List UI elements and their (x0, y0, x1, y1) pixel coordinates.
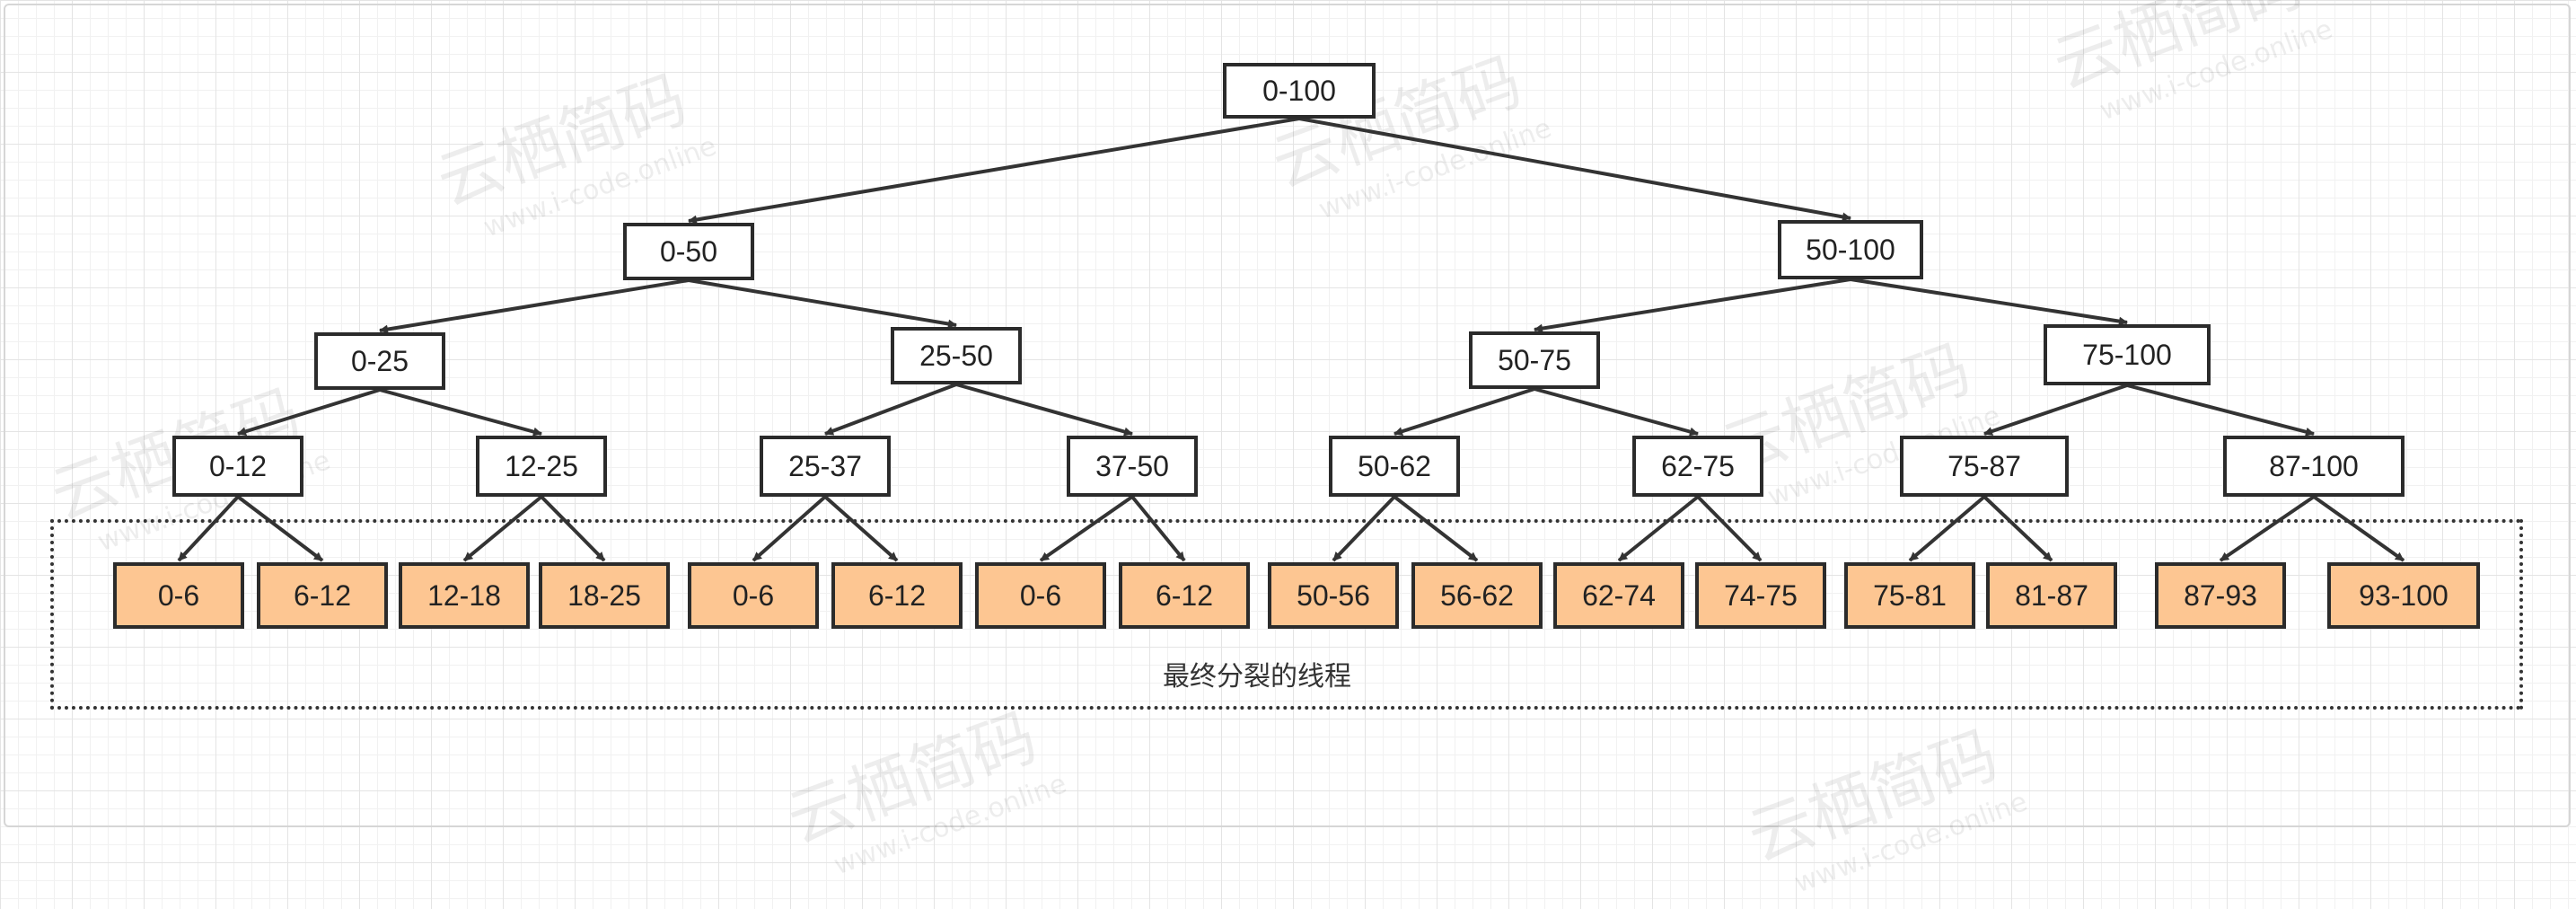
tree-edge-arrow (823, 495, 899, 562)
leaf-thread: 56-62 (1411, 562, 1543, 629)
tree-edge-arrow (236, 495, 324, 562)
leaf-thread: 6-12 (831, 562, 963, 629)
node-level3: 25-37 (760, 436, 891, 497)
node-level2: 50-75 (1469, 331, 1600, 389)
leaf-thread: 0-6 (688, 562, 819, 629)
tree-edge-arrow (688, 278, 957, 329)
node-level3: 0-12 (172, 436, 303, 497)
leaf-thread: 0-6 (113, 562, 244, 629)
tree-edge-arrow (1039, 495, 1134, 562)
tree-edge-arrow (1908, 495, 1986, 562)
tree-edge-arrow (1298, 117, 1851, 222)
leaf-thread: 6-12 (257, 562, 388, 629)
group-label: 最终分裂的线程 (1163, 661, 1351, 693)
node-root: 0-100 (1223, 63, 1376, 119)
node-level3: 87-100 (2223, 436, 2405, 497)
node-level3: 12-25 (476, 436, 607, 497)
tree-edge-arrow (1394, 387, 1535, 437)
tree-edge-arrow (1983, 384, 2128, 436)
tree-edge-arrow (752, 495, 827, 562)
final-threads-group (50, 519, 2523, 710)
node-level3: 75-87 (1900, 436, 2069, 497)
tree-edge-arrow (177, 495, 240, 562)
leaf-thread: 75-81 (1844, 562, 1975, 629)
tree-edge-arrow (1332, 495, 1396, 562)
tree-edge-arrow (1617, 495, 1700, 562)
node-level3: 50-62 (1329, 436, 1460, 497)
node-level2: 25-50 (891, 327, 1022, 384)
tree-edge-arrow (2312, 495, 2405, 562)
tree-edge-arrow (2126, 384, 2315, 437)
leaf-thread: 12-18 (399, 562, 530, 629)
tree-edge-arrow (1850, 278, 2128, 326)
leaf-thread: 62-74 (1553, 562, 1684, 629)
tree-edge-arrow (379, 278, 690, 334)
node-level1: 50-100 (1778, 220, 1923, 279)
tree-edges (177, 117, 2405, 562)
node-level3: 37-50 (1067, 436, 1198, 497)
tree-edge-arrow (824, 383, 957, 436)
tree-edge-arrow (688, 117, 1300, 225)
tree-edge-arrow (1393, 495, 1479, 562)
tree-edge-arrow (1696, 495, 1763, 562)
tree-edge-arrow (2219, 495, 2316, 562)
leaf-thread: 81-87 (1986, 562, 2117, 629)
leaf-thread: 74-75 (1695, 562, 1826, 629)
tree-edge-arrow (462, 495, 543, 562)
node-level2: 0-25 (314, 332, 445, 390)
leaf-thread: 18-25 (539, 562, 670, 629)
tree-edge-arrow (1534, 278, 1851, 333)
node-level2: 75-100 (2044, 324, 2211, 385)
leaf-thread: 87-93 (2155, 562, 2286, 629)
leaf-thread: 0-6 (975, 562, 1106, 629)
node-level3: 62-75 (1632, 436, 1763, 497)
leaf-thread: 93-100 (2327, 562, 2480, 629)
tree-edge-arrow (540, 495, 606, 562)
tree-edge-arrow (1534, 387, 1699, 437)
tree-edge-arrow (1130, 495, 1186, 562)
tree-edge-arrow (1983, 495, 2053, 562)
tree-edge-arrow (379, 388, 542, 437)
leaf-thread: 50-56 (1268, 562, 1399, 629)
tree-edge-arrow (237, 388, 381, 437)
leaf-thread: 6-12 (1119, 562, 1250, 629)
node-level1: 0-50 (623, 223, 754, 280)
tree-edge-arrow (955, 383, 1133, 437)
